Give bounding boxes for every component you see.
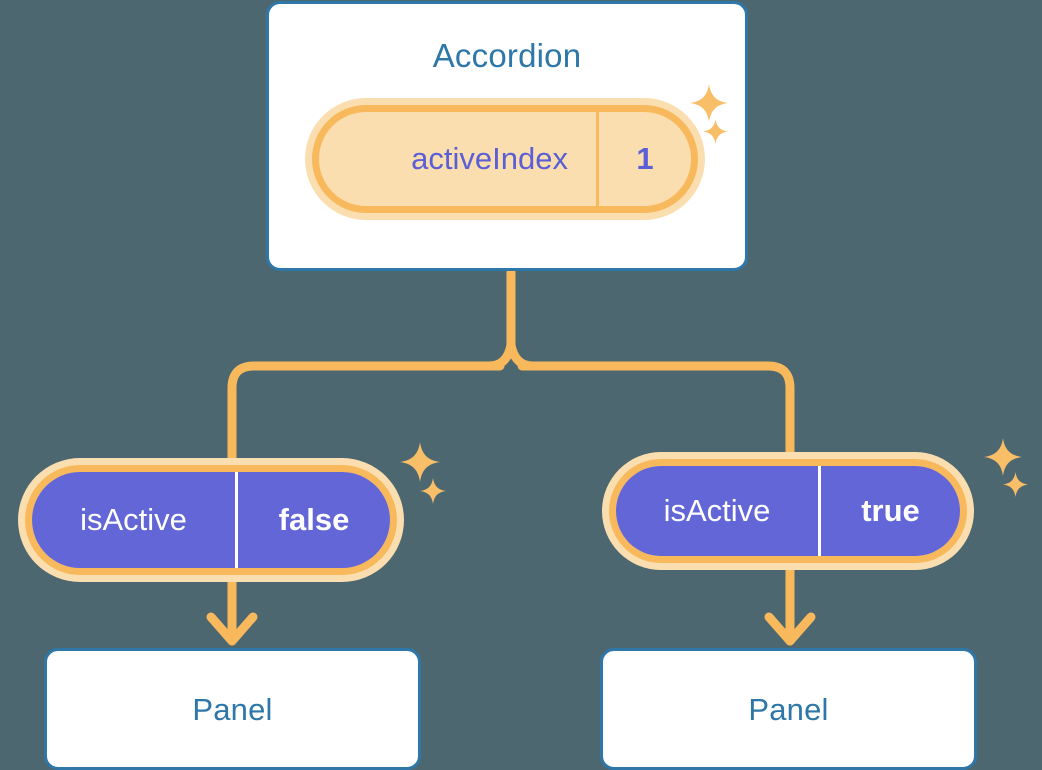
pill-body: isActive false: [32, 472, 390, 568]
state-value-label: false: [278, 502, 350, 537]
state-pill-isactive-true[interactable]: isActive true: [602, 452, 974, 570]
arrow-down-icon-left: [206, 612, 258, 646]
state-key-label: isActive: [616, 466, 821, 556]
state-key-label: isActive: [32, 472, 238, 568]
pill-body: activeIndex 1: [319, 112, 691, 206]
sparkle-icon: [1003, 472, 1028, 497]
state-pill-isactive-false[interactable]: isActive false: [18, 458, 404, 582]
state-value-label: true: [861, 493, 920, 528]
sparkle-icon: [420, 478, 446, 504]
state-value-label: 1: [636, 141, 654, 176]
connector-peak: [484, 340, 538, 371]
sparkle-icon: [984, 438, 1022, 476]
state-key-label: activeIndex: [319, 112, 599, 206]
panel-title: Panel: [748, 691, 829, 727]
pill-body: isActive true: [616, 466, 960, 556]
component-card-panel-left[interactable]: Panel: [44, 648, 421, 770]
arrow-down-icon-right: [764, 612, 816, 646]
component-card-panel-right[interactable]: Panel: [600, 648, 977, 770]
connector-branch-right: [517, 361, 795, 467]
sparkle-icon: [400, 442, 440, 482]
panel-title: Panel: [192, 691, 273, 727]
pill-ring: [305, 98, 705, 220]
page-title: Accordion: [432, 37, 582, 74]
connector-branch-left: [227, 361, 505, 475]
state-pill-activeindex[interactable]: activeIndex 1: [305, 98, 705, 220]
